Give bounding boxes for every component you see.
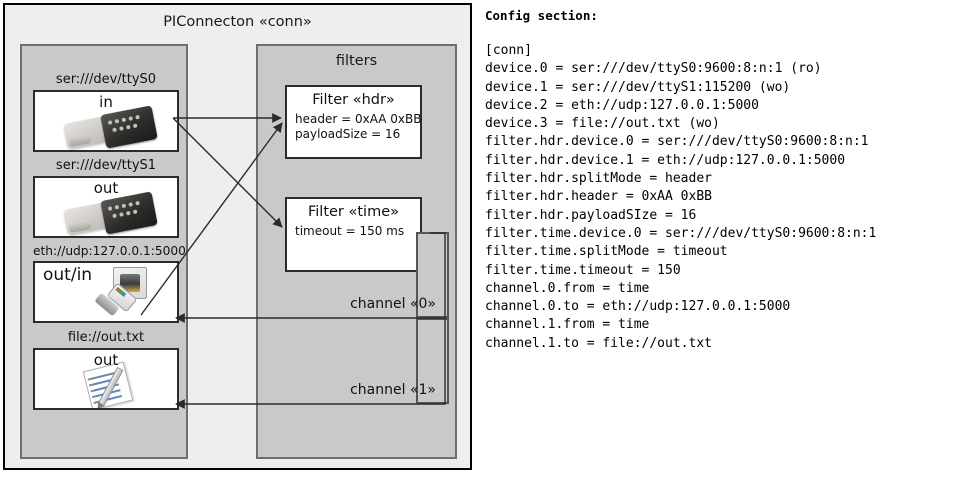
device-box[interactable]: out [33,176,179,238]
config-panel: Config section: [conn] device.0 = ser:///… [482,0,964,484]
device-eth[interactable]: eth://udp:127.0.0.1:5000 out/in [33,244,186,323]
config-listing: [conn] device.0 = ser:///dev/ttyS0:9600:8… [485,42,876,353]
device-ttys1[interactable]: ser:///dev/ttyS1 out [33,158,179,238]
filters-panel-title: filters [335,53,378,69]
filter-property: header = 0xAA 0xBB [295,112,422,126]
channel-0-box[interactable]: channel «0» [350,232,449,318]
config-line: filter.time.timeout = 150 [485,262,681,278]
config-line: channel.1.to = file://out.txt [485,335,712,351]
filters-panel: filters Filter «hdr» header = 0xAA 0xBB … [256,44,457,459]
device-file[interactable]: file://out.txt out [33,330,179,410]
config-line: channel.0.from = time [485,280,650,296]
device-label: file://out.txt [67,330,145,345]
config-line: channel.1.from = time [485,317,650,333]
config-line: channel.0.to = eth://udp:127.0.0.1:5000 [485,299,791,315]
device-direction: in [99,93,113,111]
ethernet-icon [94,267,173,321]
channel-label: channel «1» [350,382,436,398]
device-box[interactable]: in [33,90,179,152]
filter-title: Filter «time» [307,204,400,220]
device-box[interactable]: out [33,348,179,410]
channel-1-box[interactable]: channel «1» [350,318,449,404]
config-line: [conn] [485,43,532,58]
config-line: filter.time.splitMode = timeout [485,244,728,260]
config-line: device.0 = ser:///dev/ttyS0:9600:8:n:1 (… [485,61,822,77]
config-line: filter.hdr.device.1 = eth://udp:127.0.0.… [485,152,846,168]
config-line: device.1 = ser:///dev/ttyS1:115200 (wo) [485,79,791,95]
filter-property: timeout = 150 ms [295,224,405,238]
config-line: filter.hdr.device.0 = ser:///dev/ttyS0:9… [485,134,869,150]
channel-label: channel «0» [350,296,436,312]
config-heading: Config section: [485,8,598,23]
device-direction: out [93,351,119,369]
text-file-icon [82,361,145,408]
devices-panel: ser:///dev/ttyS0 in ser:///dev/ttyS1 [20,44,188,459]
filter-title: Filter «hdr» [312,92,395,108]
config-line: device.3 = file://out.txt (wo) [485,116,720,132]
device-direction: out [93,179,119,197]
config-line: filter.hdr.splitMode = header [485,171,712,187]
config-line: device.2 = eth://udp:127.0.0.1:5000 [485,97,759,113]
config-line: filter.hdr.header = 0xAA 0xBB [485,189,712,205]
config-line: filter.time.device.0 = ser:///dev/ttyS0:… [485,225,877,241]
filter-time-box[interactable]: Filter «time» timeout = 150 ms [285,197,422,272]
device-label: ser:///dev/ttyS0 [55,72,157,87]
serial-port-icon [63,191,159,236]
diagram-frame: PIConnecton «conn» ser:///dev/ttyS0 in [3,3,472,470]
serial-port-icon [63,105,159,150]
filter-hdr-box[interactable]: Filter «hdr» header = 0xAA 0xBB payloadS… [285,85,422,159]
device-box[interactable]: out/in [33,261,179,323]
page-title: PIConnecton «conn» [163,14,312,30]
filter-property: payloadSize = 16 [295,127,401,141]
device-label: eth://udp:127.0.0.1:5000 [33,244,186,258]
device-label: ser:///dev/ttyS1 [55,158,157,173]
config-line: filter.hdr.payloadSIze = 16 [485,207,697,223]
device-direction: out/in [43,265,93,285]
device-ttys0[interactable]: ser:///dev/ttyS0 in [33,72,179,152]
